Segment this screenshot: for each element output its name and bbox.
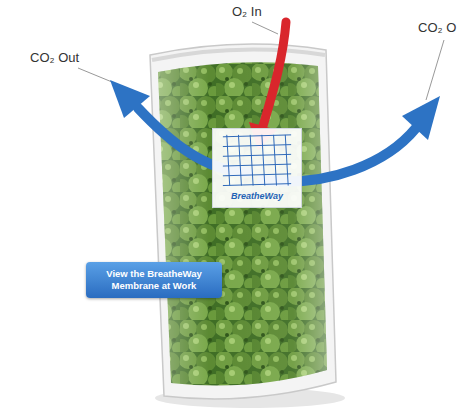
button-text: View the BreatheWay Membrane at Work [94, 268, 214, 292]
view-button: View the BreatheWay Membrane at Work [86, 262, 222, 298]
gas-label: CO₂ Out [30, 50, 79, 65]
membrane-patch: BreatheWay [212, 128, 302, 208]
gas-label: CO₂ O [418, 20, 456, 35]
gas-label: O₂ In [232, 4, 262, 19]
brand-name: BreatheWay [213, 191, 301, 201]
